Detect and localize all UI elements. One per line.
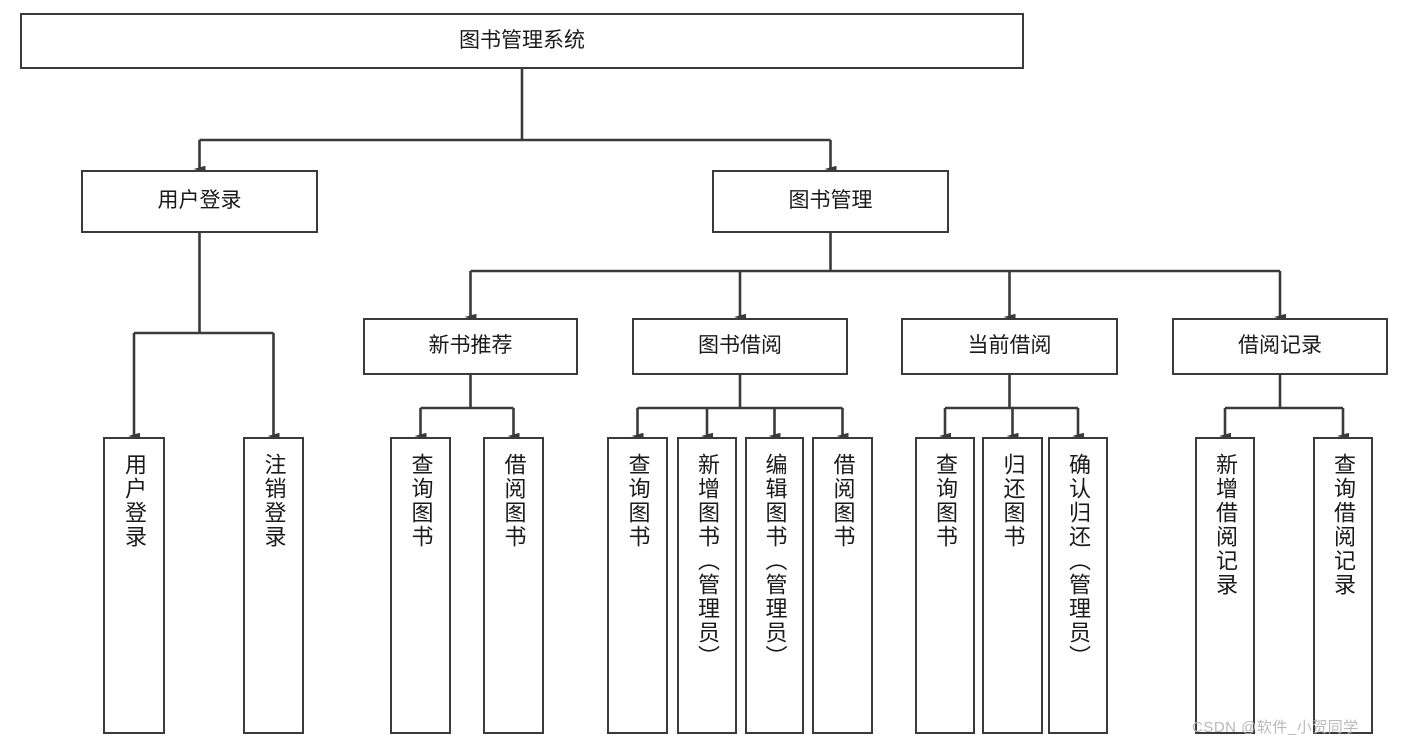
node-leaf-query-book-3-label: 查询图书 [933, 453, 958, 549]
node-leaf-borrow-book-1-label: 借阅图书 [501, 453, 527, 549]
node-new-book-recommend-label: 新书推荐 [428, 334, 513, 358]
node-new-book-recommend[interactable]: 新书推荐 [363, 318, 578, 375]
node-leaf-add-book-label: 新增图书（管理员） [695, 453, 720, 669]
node-leaf-edit-book[interactable]: 编辑图书（管理员） [745, 437, 804, 734]
node-leaf-borrow-book-2-label: 借阅图书 [830, 453, 856, 549]
node-current-borrow[interactable]: 当前借阅 [901, 318, 1118, 375]
node-borrow-record-label: 借阅记录 [1238, 334, 1322, 358]
node-root[interactable]: 图书管理系统 [20, 13, 1024, 69]
node-book-borrow-label: 图书借阅 [698, 334, 782, 358]
node-leaf-logout-login-label: 注销登录 [261, 453, 287, 549]
node-leaf-return-book[interactable]: 归还图书 [982, 437, 1043, 734]
node-leaf-add-book[interactable]: 新增图书（管理员） [677, 437, 737, 734]
node-leaf-user-login-label: 用户登录 [122, 453, 147, 549]
node-leaf-add-record[interactable]: 新增借阅记录 [1195, 437, 1255, 734]
node-leaf-borrow-book-2[interactable]: 借阅图书 [812, 437, 873, 734]
node-leaf-user-login[interactable]: 用户登录 [103, 437, 165, 734]
node-leaf-query-book-2-label: 查询图书 [625, 453, 651, 549]
node-leaf-query-book-2[interactable]: 查询图书 [607, 437, 668, 734]
node-borrow-record[interactable]: 借阅记录 [1172, 318, 1388, 375]
node-leaf-confirm-return-label: 确认归还（管理员） [1066, 453, 1091, 669]
node-leaf-logout-login[interactable]: 注销登录 [243, 437, 304, 734]
node-leaf-add-record-label: 新增借阅记录 [1213, 453, 1238, 597]
node-user-login[interactable]: 用户登录 [81, 170, 318, 233]
node-book-manage-label: 图书管理 [788, 189, 873, 213]
node-book-manage[interactable]: 图书管理 [712, 170, 949, 233]
node-book-borrow[interactable]: 图书借阅 [632, 318, 848, 375]
node-leaf-confirm-return[interactable]: 确认归还（管理员） [1048, 437, 1108, 734]
node-leaf-return-book-label: 归还图书 [1000, 453, 1026, 549]
node-leaf-edit-book-label: 编辑图书（管理员） [762, 453, 788, 669]
node-root-label: 图书管理系统 [459, 28, 585, 52]
node-leaf-query-book-1[interactable]: 查询图书 [390, 437, 451, 734]
node-leaf-query-record-label: 查询借阅记录 [1331, 453, 1356, 597]
node-leaf-borrow-book-1[interactable]: 借阅图书 [483, 437, 544, 734]
node-leaf-query-book-3[interactable]: 查询图书 [915, 437, 975, 734]
node-user-login-label: 用户登录 [157, 189, 242, 213]
node-current-borrow-label: 当前借阅 [967, 334, 1052, 358]
node-leaf-query-book-1-label: 查询图书 [408, 453, 434, 549]
watermark: CSDN @软件_小贺同学 [1192, 719, 1359, 736]
node-leaf-query-record[interactable]: 查询借阅记录 [1313, 437, 1373, 734]
